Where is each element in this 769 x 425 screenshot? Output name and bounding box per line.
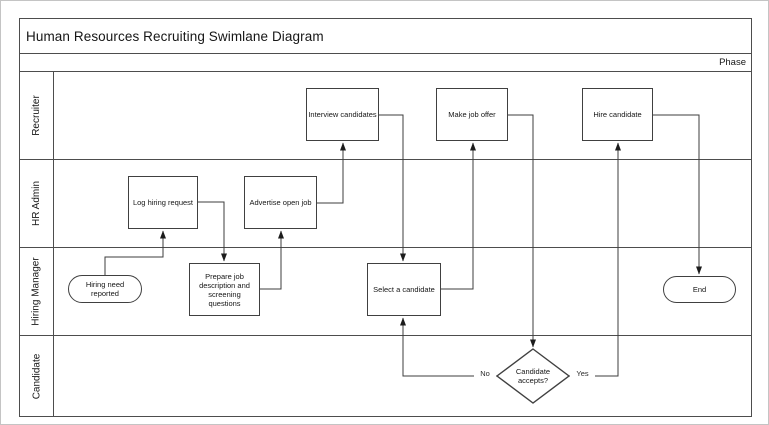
- lane-label-hr-admin[interactable]: HR Admin: [20, 160, 54, 247]
- shape-label: End: [692, 285, 707, 294]
- shape-hire-candidate[interactable]: Hire candidate: [582, 88, 653, 141]
- shape-log-hiring-request[interactable]: Log hiring request: [128, 176, 198, 229]
- shape-hiring-need-reported[interactable]: Hiring need reported: [68, 275, 142, 303]
- title-bar: Human Resources Recruiting Swimlane Diag…: [20, 19, 751, 54]
- connector-prepare-job-to-advertise[interactable]: [260, 230, 284, 290]
- lane-recruiter: Recruiter: [20, 72, 751, 159]
- shape-label: Candidate accepts?: [515, 366, 551, 385]
- shape-label: Advertise open job: [249, 198, 312, 207]
- shape-label: Hiring need reported: [85, 280, 125, 298]
- decision-yes-label: Yes: [570, 369, 595, 378]
- lane-label-recruiter[interactable]: Recruiter: [20, 72, 54, 159]
- connector-interview-to-select[interactable]: [379, 114, 406, 262]
- connector-decision-no-to-select[interactable]: [400, 317, 497, 377]
- connector-select-to-make-offer[interactable]: [441, 142, 476, 290]
- shape-candidate-accepts-label[interactable]: Candidate accepts?: [497, 349, 569, 403]
- shape-advertise-open-job[interactable]: Advertise open job: [244, 176, 317, 229]
- lane-label-hiring-manager[interactable]: Hiring Manager: [20, 248, 54, 335]
- connector-hiring-need-to-log-request[interactable]: [104, 230, 166, 275]
- connectors: [104, 114, 702, 377]
- shape-label: Make job offer: [448, 110, 496, 119]
- lane-label-candidate[interactable]: Candidate: [20, 336, 54, 416]
- shape-select-a-candidate[interactable]: Select a candidate: [367, 263, 441, 316]
- connector-decision-yes-to-hire[interactable]: [569, 142, 621, 377]
- shape-label: Prepare job description and screening qu…: [199, 271, 250, 308]
- diagram-title: Human Resources Recruiting Swimlane Diag…: [26, 28, 324, 44]
- shape-make-job-offer[interactable]: Make job offer: [436, 88, 508, 141]
- connector-advertise-to-interview[interactable]: [317, 142, 346, 204]
- shape-label: Hire candidate: [593, 110, 642, 119]
- phase-label: Phase: [719, 57, 746, 68]
- connector-make-offer-to-decision[interactable]: [508, 114, 536, 348]
- connector-log-request-to-prepare-job[interactable]: [198, 201, 227, 262]
- lane-hr-admin: HR Admin: [20, 159, 751, 247]
- lanes-container: Recruiter HR Admin Hiring Manager Candid…: [20, 72, 751, 416]
- phase-bar: Phase: [20, 54, 751, 72]
- shape-end[interactable]: End: [663, 276, 736, 303]
- shape-label: Interview candidates: [308, 110, 377, 119]
- connector-hire-to-end[interactable]: [653, 114, 702, 275]
- shape-prepare-job-description[interactable]: Prepare job description and screening qu…: [189, 263, 260, 316]
- shape-label: Select a candidate: [373, 285, 435, 294]
- decision-diamond[interactable]: [495, 348, 571, 404]
- shape-interview-candidates[interactable]: Interview candidates: [306, 88, 379, 141]
- shape-label: Log hiring request: [132, 198, 194, 207]
- lane-candidate: Candidate: [20, 335, 751, 416]
- decision-no-label: No: [474, 369, 496, 378]
- lane-hiring-manager: Hiring Manager: [20, 247, 751, 335]
